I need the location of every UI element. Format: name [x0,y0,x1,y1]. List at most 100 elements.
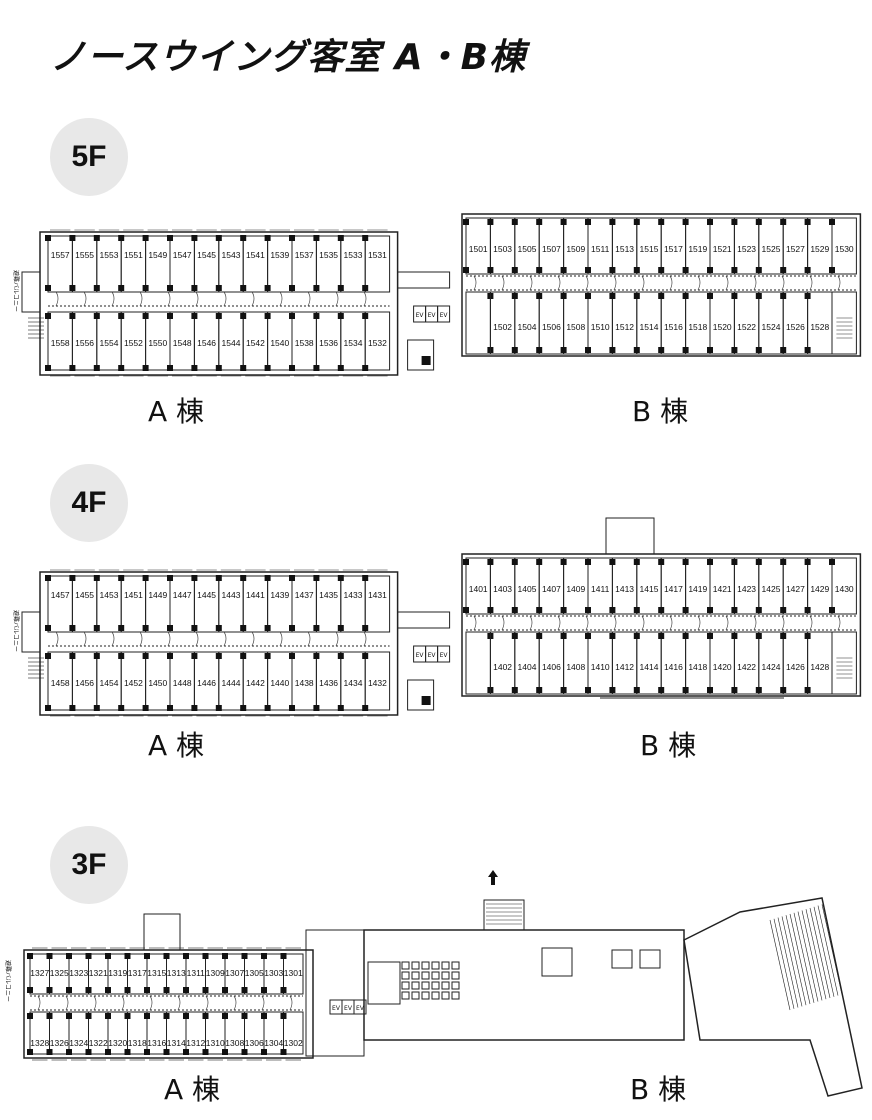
pillar [240,625,247,631]
elevator-label-0: EV [416,652,425,659]
room-cell [242,235,269,293]
pillar [487,607,494,613]
pillar [45,313,51,319]
pillar [463,267,469,273]
pillar [829,267,835,273]
pillar [633,267,640,273]
pillar [85,1013,92,1019]
b-room-1410: 1410 [591,662,610,672]
room-cell [169,575,195,633]
pillar [45,235,51,241]
room-cell [364,311,391,371]
a-room-1544: 1544 [222,338,241,348]
pillar [658,219,665,225]
a-room-1532: 1532 [368,338,387,348]
a-room-1457: 1457 [51,590,70,600]
a-room-1454: 1454 [100,678,119,688]
pillar [142,575,149,581]
seat [401,971,410,980]
a-room-1550: 1550 [148,338,167,348]
pillar [313,235,320,241]
pillar [142,625,149,631]
pillar [362,625,369,631]
pillar [163,1049,170,1055]
pillar [487,219,494,225]
balcony-label: 避難バルコニー [12,610,20,652]
room-cell [169,235,195,293]
elevator-label-1: EV [428,312,437,319]
pillar [337,285,344,291]
pillar [105,1049,111,1055]
b-room-1427: 1427 [786,584,805,594]
pillar [118,653,125,659]
room-cell [267,235,293,293]
pillar [222,1013,228,1019]
pillar [215,313,222,319]
b-room-1407: 1407 [542,584,561,594]
a-room-1552: 1552 [124,338,143,348]
pillar [804,293,811,299]
door-swing [335,291,339,307]
b-room-1515: 1515 [640,244,659,254]
pillar [585,559,591,565]
a-room-1453: 1453 [100,590,119,600]
a-room-1545: 1545 [197,250,216,260]
pillar [183,987,189,993]
seat [441,981,450,990]
a-room-1301: 1301 [284,968,303,978]
door-swing [529,615,533,631]
a-room-1452: 1452 [124,678,143,688]
pillar [27,987,33,993]
pillar [85,1049,92,1055]
pillar [85,987,92,993]
pillar [118,575,125,581]
pillar [215,653,222,659]
pillar [755,559,762,565]
door-swing [223,291,227,307]
pillar [707,293,713,299]
pillar [289,365,295,371]
a-room-1439: 1439 [270,590,289,600]
a-room-1531: 1531 [368,250,387,260]
pillar [222,987,228,993]
pillar [658,687,665,693]
door-swing [557,275,561,291]
elevator [437,645,451,663]
pillar [261,953,267,959]
pillar [191,285,198,291]
room-cell [364,235,391,293]
door-swing [261,995,265,1011]
b-lobby-cell [465,291,491,355]
pillar [682,347,689,353]
pillar [191,625,198,631]
room-cell [96,235,122,293]
b-room-1426: 1426 [786,662,805,672]
b-room-1509: 1509 [566,244,585,254]
core-pillar [421,696,431,705]
seat [421,961,430,970]
pillar [27,1013,33,1019]
a-room-1549: 1549 [148,250,167,260]
pillar [337,625,344,631]
b-room-1429: 1429 [810,584,829,594]
pillar [163,987,170,993]
pillar [755,347,762,353]
door-swing [837,615,841,631]
wing-a-label-4f: A 棟 [148,729,205,762]
pillar [585,633,591,639]
room-cell [340,575,366,633]
room-cell [71,575,98,633]
pillar [93,365,100,371]
a-room-1436: 1436 [319,678,338,688]
door-swing [279,291,283,307]
pillar [707,687,713,693]
wall-line [801,910,823,1001]
b-room-1510: 1510 [591,322,610,332]
pillar [362,653,369,659]
core-pillar [421,356,431,365]
pillar [313,705,320,711]
pillar [633,293,640,299]
pillar [191,313,198,319]
pillar [682,607,689,613]
